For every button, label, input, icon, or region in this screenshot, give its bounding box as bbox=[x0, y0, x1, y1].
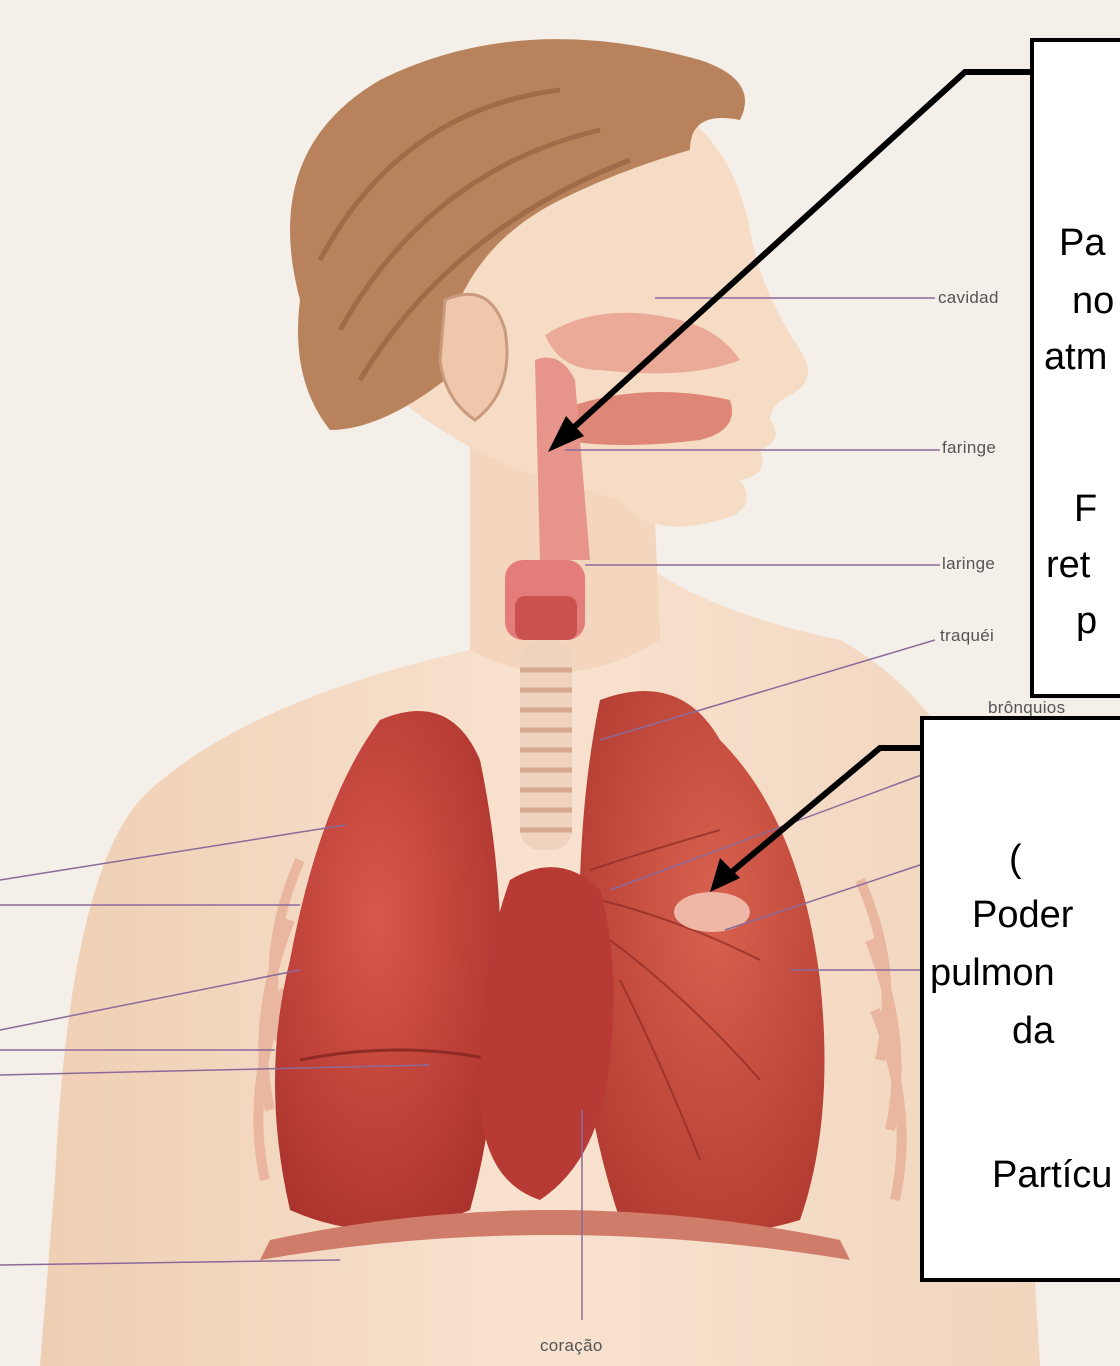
callout-top-line-3: atm bbox=[1044, 338, 1107, 376]
callout-box-top: Pa no atm F ret p bbox=[1030, 38, 1120, 698]
callout-bottom-line-2: Poder bbox=[972, 896, 1073, 934]
callout-bottom-line-5: Partícu bbox=[992, 1156, 1112, 1194]
label-cavidade: cavidad bbox=[938, 288, 999, 308]
callout-bottom-line-3: pulmon bbox=[930, 954, 1055, 992]
label-coracao: coração bbox=[540, 1336, 603, 1356]
callout-bottom-line-4: da bbox=[1012, 1012, 1054, 1050]
callout-top-line-5: ret bbox=[1046, 546, 1090, 584]
label-bronquios: brônquios bbox=[988, 698, 1065, 718]
callout-top-line-6: p bbox=[1076, 602, 1097, 640]
label-laringe: laringe bbox=[942, 554, 995, 574]
callout-bottom-line-1: ( bbox=[1009, 840, 1022, 878]
callout-top-line-1: Pa bbox=[1059, 224, 1105, 262]
label-traqueia: traquéi bbox=[940, 626, 994, 646]
label-faringe: faringe bbox=[942, 438, 996, 458]
trachea bbox=[520, 640, 572, 850]
callout-top-line-2: no bbox=[1072, 282, 1114, 320]
callout-box-bottom: ( Poder pulmon da Partícu bbox=[920, 716, 1120, 1282]
callout-top-line-4: F bbox=[1074, 490, 1097, 528]
